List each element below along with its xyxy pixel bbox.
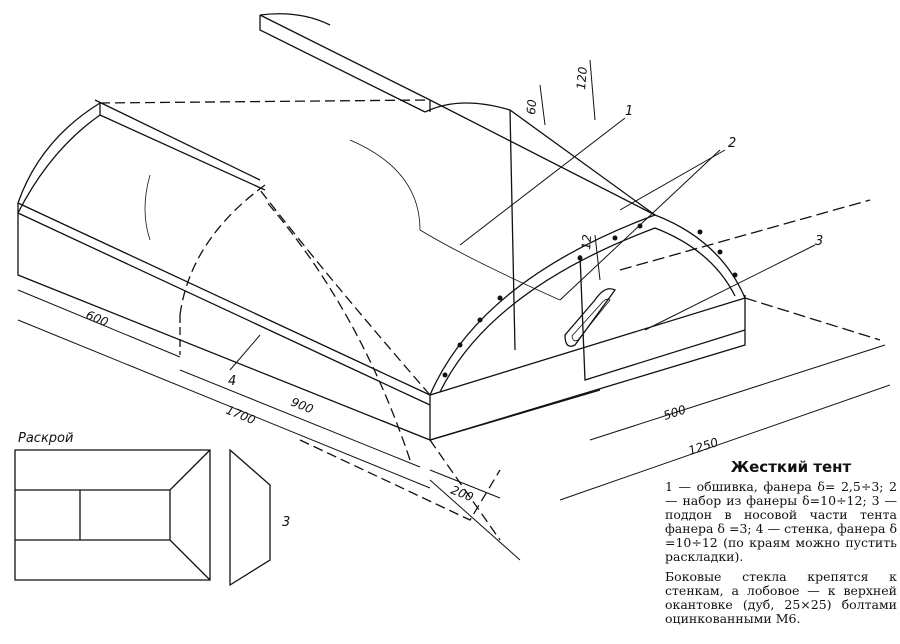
dim-200: 200	[449, 483, 476, 505]
part-label-1: 1	[625, 104, 633, 119]
dim-12: 12	[579, 234, 594, 250]
bolt-holes	[442, 223, 738, 378]
part-label-3: 3	[815, 234, 823, 249]
dim-120: 120	[574, 66, 590, 90]
part-label-4: 4	[228, 374, 236, 389]
part-label-2: 2	[728, 136, 736, 151]
dim-900: 900	[289, 395, 316, 417]
tent-body	[17, 13, 881, 541]
caption-note: Боковые стекла крепятся к стенкам, а лоб…	[665, 569, 897, 626]
leader-lines	[229, 117, 816, 371]
dim-1250: 1250	[687, 435, 721, 458]
dim-500: 500	[662, 402, 688, 423]
cut-pattern-part-label: 3	[282, 515, 290, 530]
caption-legend: 1 — обшивка, фанера δ= 2,5÷3; 2 — набор …	[665, 479, 897, 564]
dim-60: 60	[524, 98, 539, 115]
dim-1700: 1700	[224, 403, 258, 428]
dimension-lines	[17, 59, 891, 561]
caption-title: Жесткий тент	[730, 458, 852, 476]
cut-pattern-title: Раскрой	[18, 431, 73, 446]
figure-caption: Жесткий тент 1 — обшивка, фанера δ= 2,5÷…	[665, 460, 897, 632]
cut-pattern	[14, 448, 271, 587]
